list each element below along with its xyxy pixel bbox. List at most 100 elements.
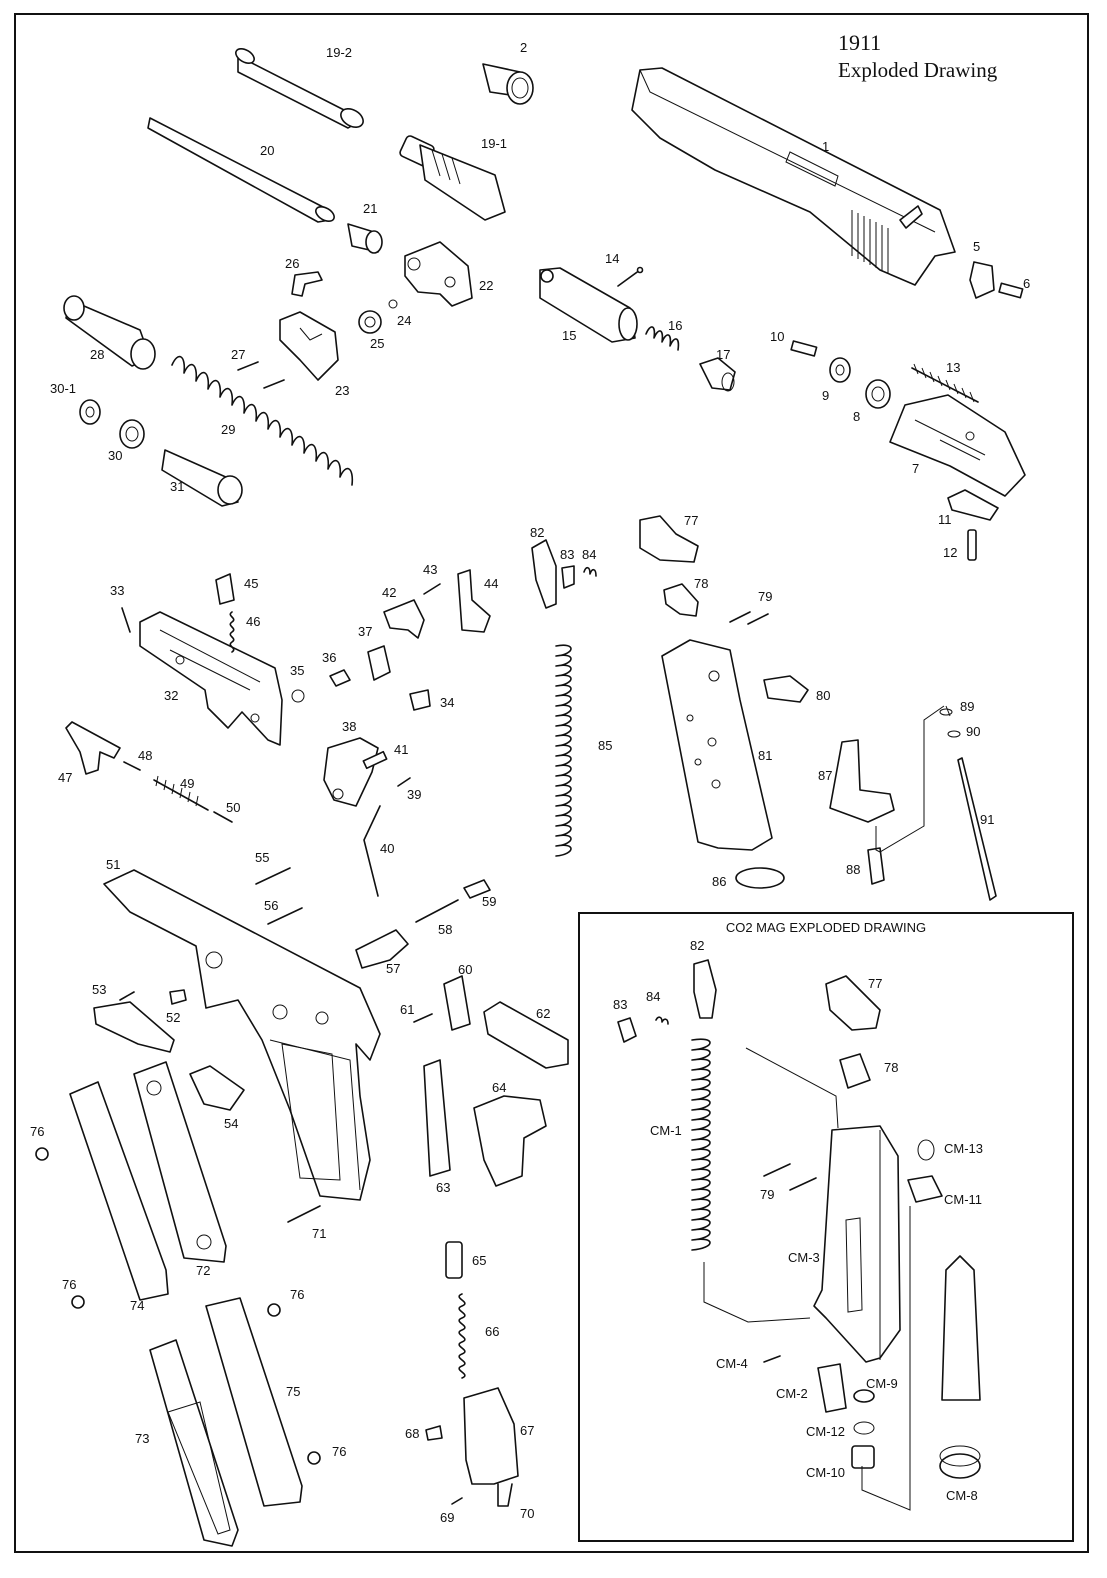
co2-label-78: 78 xyxy=(884,1060,898,1075)
co2-label-79: 79 xyxy=(760,1187,774,1202)
co2-part-82 xyxy=(693,959,717,1019)
part-13-spring xyxy=(911,363,979,403)
label-80: 80 xyxy=(816,688,830,703)
co2-label-cm8: CM-8 xyxy=(946,1488,978,1503)
part-47 xyxy=(65,721,121,775)
co2-part-cm1-spring xyxy=(691,1038,711,1251)
label-79: 79 xyxy=(758,589,772,604)
part-28-recoil-guide xyxy=(63,295,156,370)
label-76-a: 76 xyxy=(30,1124,44,1139)
part-53-52-54 xyxy=(93,989,245,1111)
part-32-frame-insert xyxy=(139,611,283,746)
label-14: 14 xyxy=(605,251,619,266)
part-40-spring xyxy=(363,805,381,897)
part-31-plug xyxy=(161,449,243,507)
label-30-1: 30-1 xyxy=(50,381,76,396)
part-30-bushing xyxy=(119,419,145,449)
co2-label-cm11: CM-11 xyxy=(944,1192,982,1207)
label-75: 75 xyxy=(286,1384,300,1399)
label-65: 65 xyxy=(472,1253,486,1268)
label-63: 63 xyxy=(436,1180,450,1195)
part-8-bushing xyxy=(865,379,891,409)
drawing-subtitle: Exploded Drawing xyxy=(838,58,998,82)
label-58: 58 xyxy=(438,922,452,937)
part-29-recoil-spring xyxy=(171,355,354,486)
part-38-hammer xyxy=(323,737,379,807)
co2-part-cm2-cm9-cm12-cm10 xyxy=(817,1363,875,1469)
label-43: 43 xyxy=(423,562,437,577)
label-8: 8 xyxy=(853,409,860,424)
part-37 xyxy=(367,645,391,681)
co2-label-cm2: CM-2 xyxy=(776,1386,808,1401)
label-68: 68 xyxy=(405,1426,419,1441)
label-49: 49 xyxy=(180,776,194,791)
label-55: 55 xyxy=(255,850,269,865)
part-23-hop-arm xyxy=(279,311,339,381)
label-28: 28 xyxy=(90,347,104,362)
label-84: 84 xyxy=(582,547,596,562)
part-48 xyxy=(123,761,141,771)
part-25-hop-wheel xyxy=(358,310,382,334)
co2-label-cm13: CM-13 xyxy=(944,1141,983,1156)
label-42: 42 xyxy=(382,585,396,600)
label-37: 37 xyxy=(358,624,372,639)
label-36: 36 xyxy=(322,650,336,665)
label-56: 56 xyxy=(264,898,278,913)
label-17: 17 xyxy=(716,347,730,362)
part-43-screw xyxy=(423,583,441,595)
part-81-magazine-body xyxy=(661,639,773,851)
label-41: 41 xyxy=(394,742,408,757)
co2-label-cm9: CM-9 xyxy=(866,1376,898,1391)
label-32: 32 xyxy=(164,688,178,703)
label-33: 33 xyxy=(110,583,124,598)
label-61: 61 xyxy=(400,1002,414,1017)
co2-magazine-panel: CO2 MAG EXPLODED DRAWING xyxy=(578,912,1074,1542)
part-20-inner-barrel xyxy=(147,117,335,223)
part-89-90 xyxy=(939,708,961,738)
label-47: 47 xyxy=(58,770,72,785)
part-36 xyxy=(329,669,351,687)
label-82: 82 xyxy=(530,525,544,540)
co2-panel-title: CO2 MAG EXPLODED DRAWING xyxy=(725,920,927,935)
part-55-56-pins xyxy=(255,867,303,925)
part-72-74-grip-panels xyxy=(69,1061,227,1301)
part-number-labels: 19-2 2 19-1 20 21 1 26 22 14 24 25 15 16… xyxy=(30,40,1030,1525)
co2-part-78 xyxy=(839,1053,871,1089)
label-76-c: 76 xyxy=(290,1287,304,1302)
co2-part-cm3-body xyxy=(813,1125,901,1363)
part-10-screw xyxy=(790,340,818,357)
co2-label-82: 82 xyxy=(690,938,704,953)
co2-part-79-pins xyxy=(763,1163,817,1191)
part-86-oring xyxy=(735,867,785,889)
label-52: 52 xyxy=(166,1010,180,1025)
label-90: 90 xyxy=(966,724,980,739)
label-11: 11 xyxy=(938,512,952,527)
part-71-pin xyxy=(287,1205,321,1223)
label-76-d: 76 xyxy=(332,1444,346,1459)
co2-part-cm4 xyxy=(763,1355,781,1363)
part-63-64 xyxy=(423,1059,547,1187)
part-87-base xyxy=(829,739,895,823)
part-34 xyxy=(409,689,431,711)
label-46: 46 xyxy=(246,614,260,629)
part-19-2-outer-barrel xyxy=(235,47,364,129)
part-16-spring xyxy=(645,326,680,351)
label-9: 9 xyxy=(822,388,829,403)
co2-label-83: 83 xyxy=(613,997,627,1012)
label-1: 1 xyxy=(822,139,829,154)
co2-label-77: 77 xyxy=(868,976,882,991)
label-24: 24 xyxy=(397,313,411,328)
part-7-blowback-housing xyxy=(889,394,1026,497)
title-block: 1911 Exploded Drawing xyxy=(838,30,997,84)
part-14-pin xyxy=(617,266,644,287)
co2-label-cm4: CM-4 xyxy=(716,1356,748,1371)
part-79-pins xyxy=(729,611,769,625)
co2-leader-lines xyxy=(703,1047,911,1511)
co2-label-84: 84 xyxy=(646,989,660,1004)
drawing-model-title: 1911 xyxy=(838,30,882,55)
part-21-hop-rubber xyxy=(347,223,383,254)
label-15: 15 xyxy=(562,328,576,343)
label-78: 78 xyxy=(694,576,708,591)
label-51: 51 xyxy=(106,857,120,872)
